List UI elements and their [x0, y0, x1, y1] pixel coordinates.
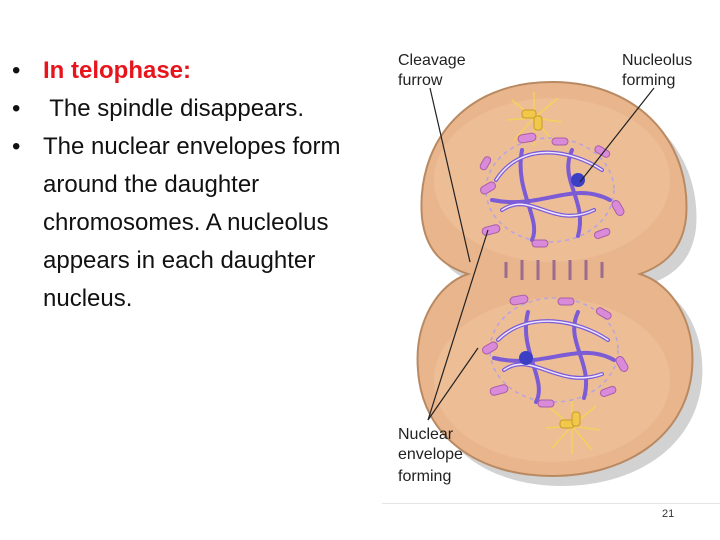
bullet-nuclear-envelopes: • The nuclear envelopes form around the … [12, 128, 384, 318]
leader-lines [427, 87, 655, 421]
bullet-dot: • [12, 133, 21, 160]
nucleolus-bottom [519, 351, 533, 365]
telophase-figure: Cleavage furrow Nucleolus forming Nuclea… [382, 40, 720, 502]
label-nucleolus-line1: Nucleolus [622, 52, 692, 69]
bullet-text: In telophase: [43, 57, 192, 84]
bullet-spindle: • The spindle disappears. [12, 90, 384, 128]
label-cleavage-line1: Cleavage [398, 52, 466, 69]
bullet-text: The spindle disappears. [43, 95, 305, 122]
label-envelope-line3: forming [398, 468, 451, 485]
bullet-telophase-heading: • In telophase: [12, 52, 384, 90]
daughter-nucleus-top [479, 132, 625, 248]
envelope-pointer [427, 347, 479, 421]
envelope-pointer-2 [427, 229, 489, 421]
bullet-list: • In telophase: • The spindle disappears… [12, 52, 384, 318]
envelope-vesicles-top [479, 132, 625, 248]
nucleolus-top [571, 173, 585, 187]
spindle-remnant [504, 260, 604, 280]
cytoplasm-highlight [434, 98, 670, 262]
centrosome-top [507, 92, 563, 146]
label-envelope-line2: envelope [398, 446, 463, 463]
bullet-dot: • [12, 57, 21, 84]
daughter-nucleus-bottom [482, 294, 629, 408]
centrosome-bottom [545, 400, 601, 454]
telophase-illustration: Cleavage furrow Nucleolus forming Nuclea… [398, 52, 703, 486]
cytoplasm-highlight [434, 298, 670, 462]
bullet-text: The nuclear envelopes form around the da… [43, 133, 341, 312]
envelope-vesicles-bottom [482, 294, 629, 408]
label-envelope-line1: Nuclear [398, 426, 454, 443]
label-cleavage-line2: furrow [398, 72, 443, 89]
cleavage-furrow-pointer [429, 87, 471, 263]
nucleolus-pointer [579, 87, 655, 183]
label-nucleolus-line2: forming [622, 72, 675, 89]
bullet-dot: • [12, 95, 21, 122]
page-number: 21 [662, 508, 675, 520]
footer-divider [382, 503, 720, 504]
